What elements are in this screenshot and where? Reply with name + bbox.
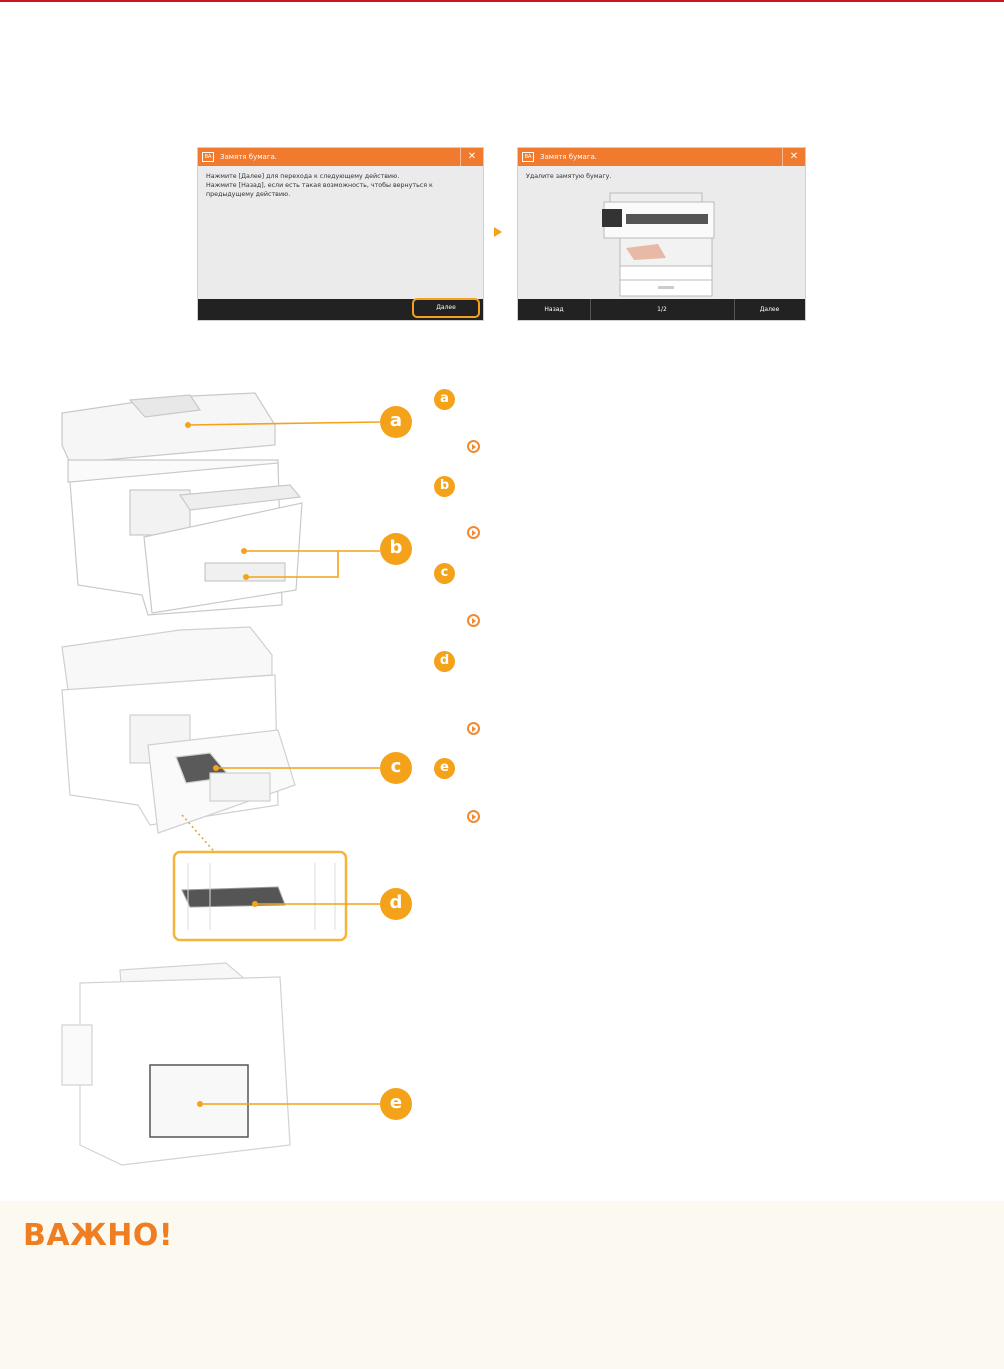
callout-c: c [380,752,412,784]
legend-badge-e: e [434,758,455,779]
screen-bottom-bar: Назад 1/2 Далее [518,299,805,320]
important-section: ВАЖНО! [0,1201,1004,1369]
legend-badge-c: c [434,563,455,584]
screen-message: Удалите замятую бумагу. [526,173,612,180]
printer-diagram [61,392,381,1166]
arrow-right-icon [494,227,502,237]
link-arrow-icon[interactable] [467,440,480,453]
message-line: Нажмите [Назад], если есть такая возможн… [206,182,433,189]
link-arrow-icon[interactable] [467,722,480,735]
callout-e: e [380,1088,412,1120]
message-line: Нажмите [Далее] для перехода к следующем… [206,173,400,180]
screen-remove-paper: BA Замятя бумага. ✕ Удалите замятую бума… [517,147,806,321]
top-rule [0,0,1004,2]
legend-badge-a: a [434,389,455,410]
paper-jam-icon: BA [522,152,534,162]
link-arrow-icon[interactable] [467,810,480,823]
callout-d: d [380,888,412,920]
important-heading: ВАЖНО! [23,1218,174,1253]
back-button[interactable]: Назад [544,306,564,313]
screen-bottom-bar: Далее [198,298,483,320]
screen-title-bar: BA Замятя бумага. ✕ [198,148,483,166]
printer-illustration [602,192,715,297]
link-arrow-icon[interactable] [467,614,480,627]
paper-jam-icon: BA [202,152,214,162]
screen-jam-message: BA Замятя бумага. ✕ Нажмите [Далее] для … [197,147,484,321]
message-line: предыдущему действию. [206,191,291,198]
link-arrow-icon[interactable] [467,526,480,539]
next-button[interactable]: Далее [412,298,480,318]
screen-title-bar: BA Замятя бумага. ✕ [518,148,805,166]
callout-a: a [380,406,412,438]
close-icon[interactable]: ✕ [460,148,483,166]
screen-message: Нажмите [Далее] для перехода к следующем… [206,172,433,199]
screen-title: Замятя бумага. [220,153,278,161]
legend-badge-b: b [434,476,455,497]
page-indicator: 1/2 [657,306,667,313]
close-icon[interactable]: ✕ [782,148,805,166]
callout-b: b [380,533,412,565]
next-button[interactable]: Далее [759,306,780,313]
screen-title: Замятя бумага. [540,153,598,161]
legend-badge-d: d [434,651,455,672]
